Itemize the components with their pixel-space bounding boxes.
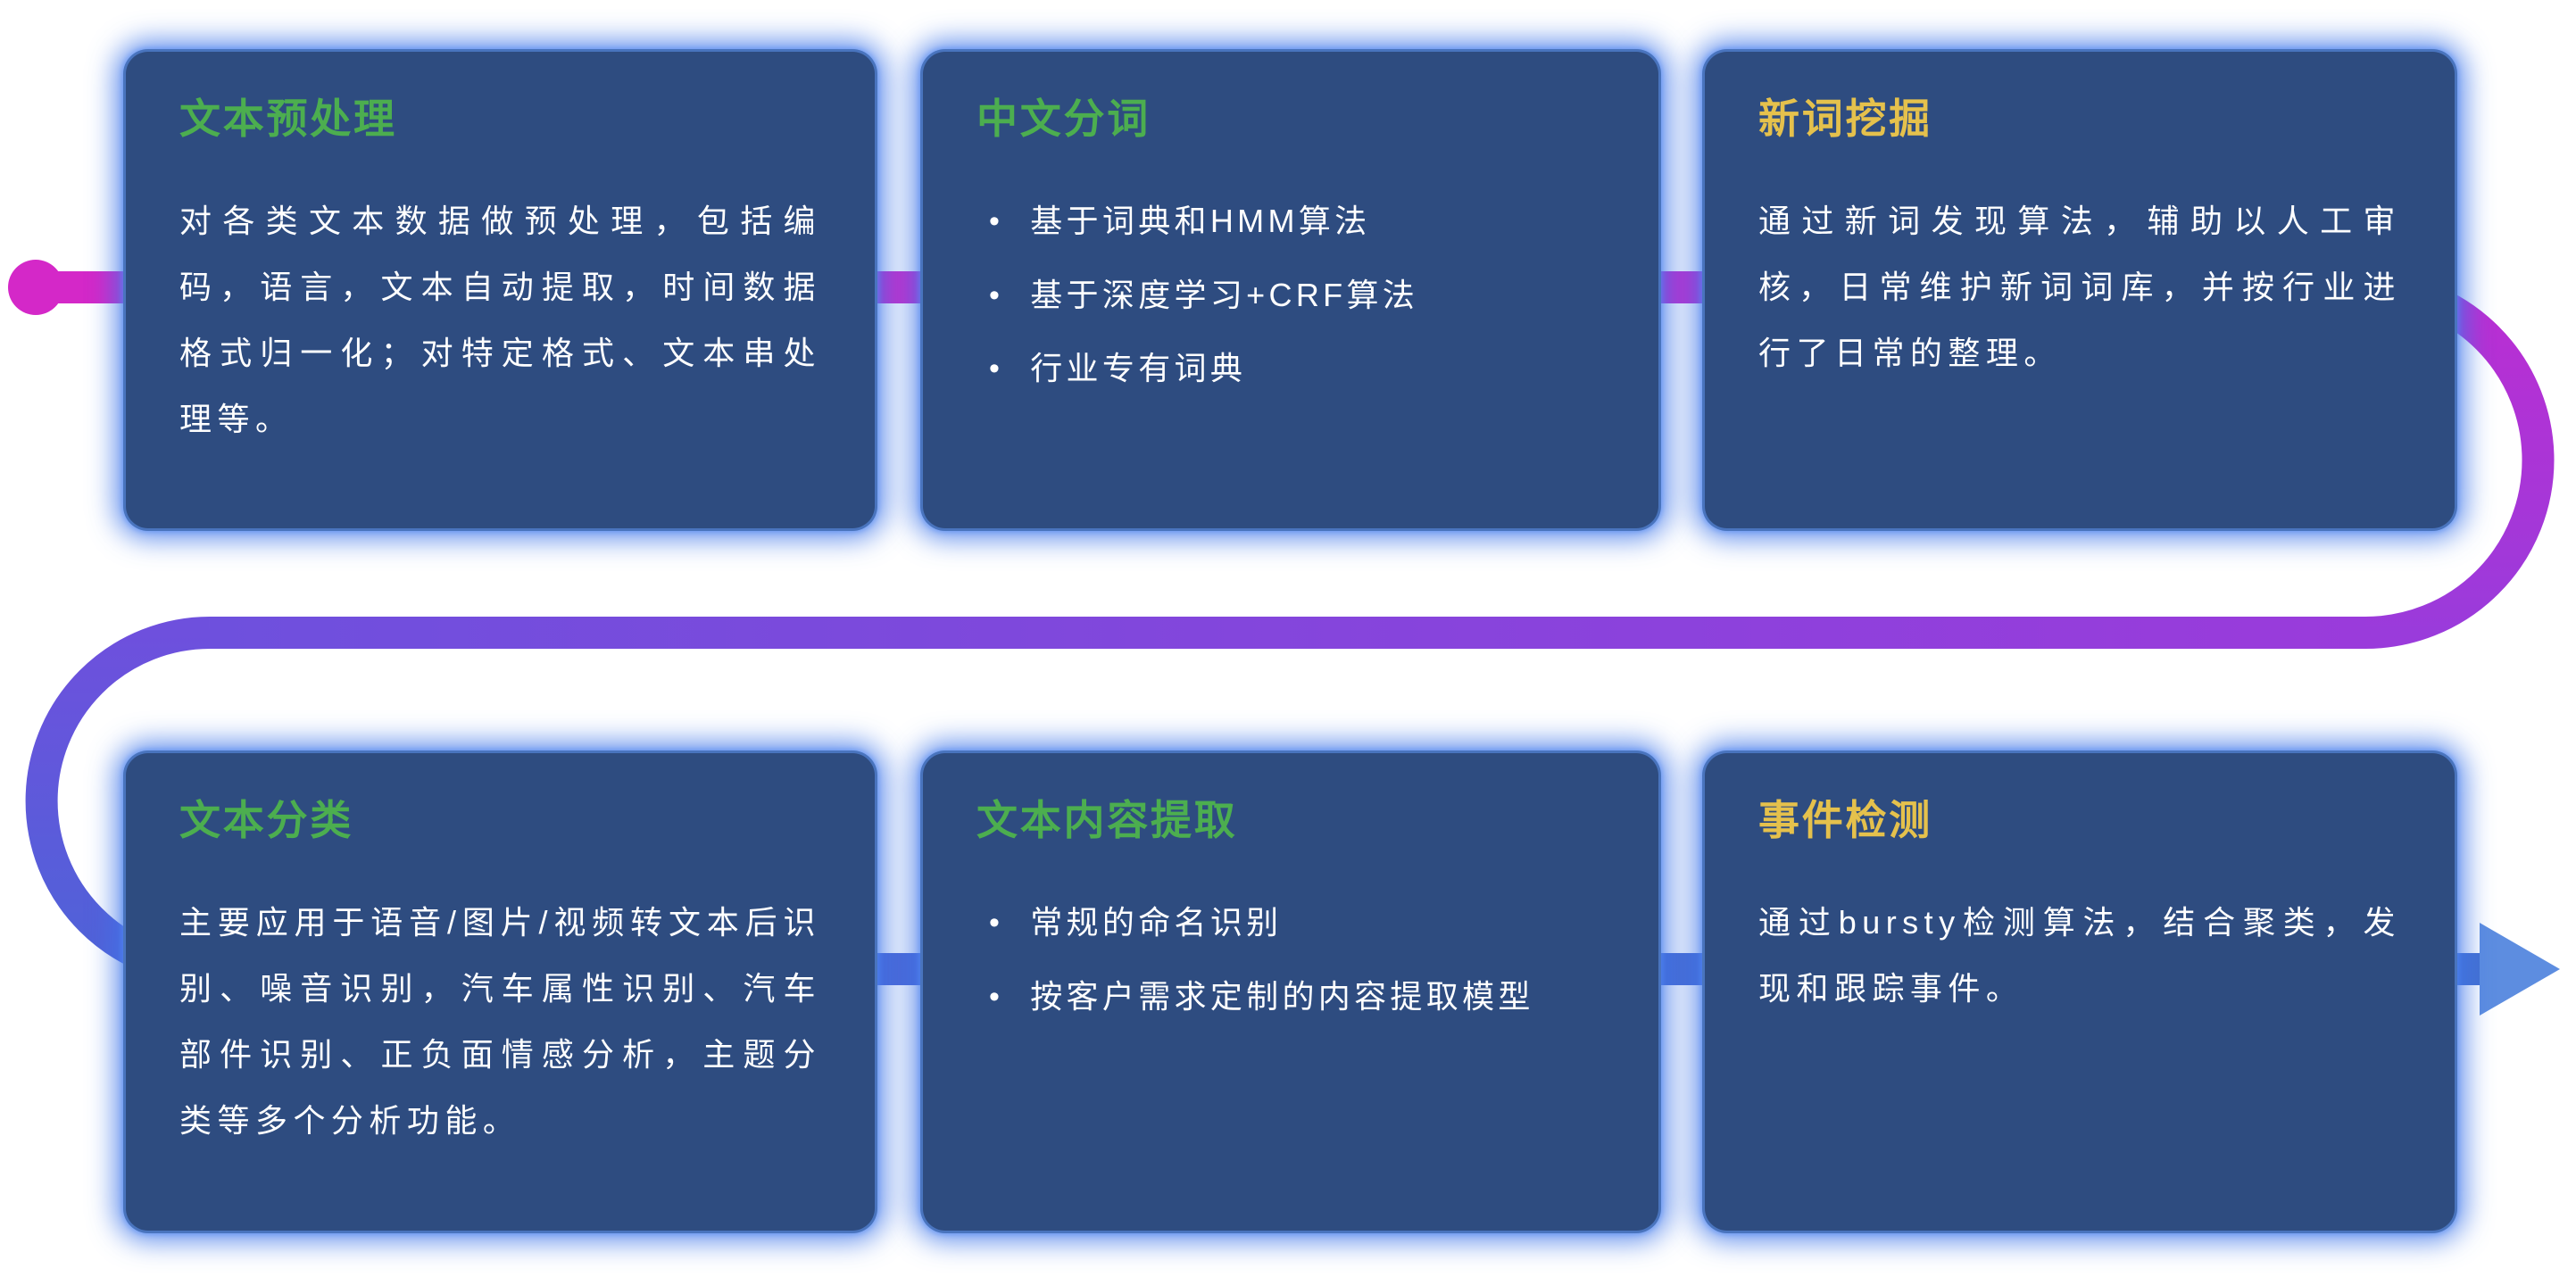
bullet-text: 基于词典和HMM算法 [1030,203,1371,240]
bullet-icon: • [989,979,1004,1014]
card-title: 文本预处理 [179,95,397,142]
card-title: 文本内容提取 [976,797,1238,843]
bullet-item: • 基于深度学习+CRF算法 [976,271,1605,319]
bullet-text: 行业专有词典 [1030,349,1247,386]
bullet-icon: • [989,906,1004,941]
card-text-preprocessing: 文本预处理 对各类文本数据做预处理，包括编码，语言，文本自动提取，时间数据格式归… [123,49,877,531]
bullet-item: • 行业专有词典 [976,344,1605,393]
card-description: 主要应用于语音/图片/视频转文本后识别、噪音识别，汽车属性识别、汽车部件识别、正… [179,904,821,1139]
bullet-text: 按客户需求定制的内容提取模型 [1030,977,1534,1015]
bullet-icon: • [989,278,1004,312]
card-title: 文本分类 [179,797,354,843]
card-title: 事件检测 [1758,797,1933,843]
bullet-text: 常规的命名识别 [1030,904,1283,941]
bullet-icon: • [989,351,1004,386]
card-text-content-extraction: 文本内容提取 • 常规的命名识别 • 按客户需求定制的内容提取模型 [920,750,1661,1233]
card-title: 中文分词 [976,95,1151,142]
bullet-icon: • [989,204,1004,239]
card-event-detection: 事件检测 通过bursty检测算法，结合聚类，发现和跟踪事件。 [1702,750,2457,1233]
flow-arrow-icon [2480,923,2560,1016]
card-description: 对各类文本数据做预处理，包括编码，语言，文本自动提取，时间数据格式归一化；对特定… [179,203,821,437]
card-bullet-list: • 常规的命名识别 • 按客户需求定制的内容提取模型 [976,899,1605,1021]
bullet-item: • 基于词典和HMM算法 [976,197,1605,245]
bullet-text: 基于深度学习+CRF算法 [1030,276,1419,313]
card-title: 新词挖掘 [1758,95,1933,142]
card-description: 通过新词发现算法，辅助以人工审核，日常维护新词词库，并按行业进行了日常的整理。 [1758,203,2401,371]
card-bullet-list: • 基于词典和HMM算法 • 基于深度学习+CRF算法 • 行业专有词典 [976,197,1605,393]
card-new-word-mining: 新词挖掘 通过新词发现算法，辅助以人工审核，日常维护新词词库，并按行业进行了日常… [1702,49,2457,531]
card-description: 通过bursty检测算法，结合聚类，发现和跟踪事件。 [1758,904,2401,1007]
bullet-item: • 常规的命名识别 [976,899,1605,947]
card-chinese-word-segmentation: 中文分词 • 基于词典和HMM算法 • 基于深度学习+CRF算法 • 行业专有词… [920,49,1661,531]
bullet-item: • 按客户需求定制的内容提取模型 [976,973,1605,1021]
card-text-classification: 文本分类 主要应用于语音/图片/视频转文本后识别、噪音识别，汽车属性识别、汽车部… [123,750,877,1233]
